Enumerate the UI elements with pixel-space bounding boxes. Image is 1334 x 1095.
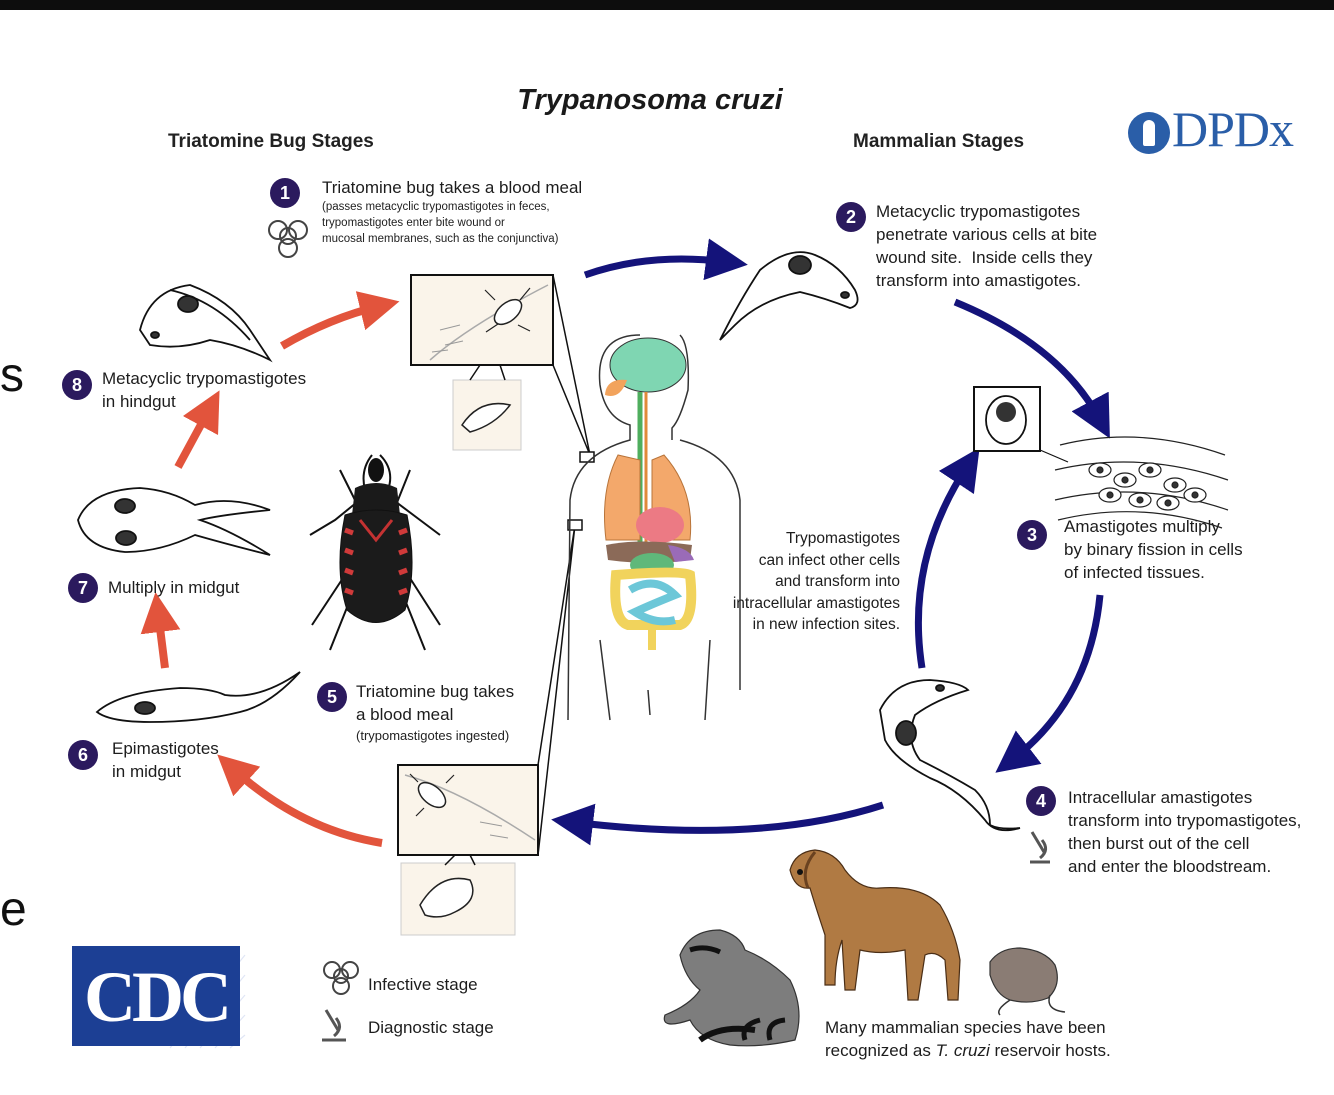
bite-inset-bottom (398, 765, 538, 935)
metacyclic-trypomastigote-entry (720, 252, 858, 340)
step-8-badge: 8 (62, 370, 92, 400)
step-5-badge: 5 (317, 682, 347, 712)
biohazard-icon-legend (324, 962, 358, 994)
cdc-logo: CDC (72, 946, 240, 1046)
arrow-1-to-2 (585, 259, 727, 275)
step-1-badge: 1 (270, 178, 300, 208)
step-4-line-1: Intracellular amastigotes (1068, 786, 1252, 809)
step-8-line-2: in hindgut (102, 390, 176, 413)
dog (790, 850, 960, 1000)
step-3-line-2: by binary fission in cells (1064, 538, 1243, 561)
arrow-3-to-4 (1012, 595, 1100, 760)
step-4-line-2: transform into trypomastigotes, (1068, 809, 1301, 832)
arrow-4-to-5 (572, 805, 883, 830)
legend-diagnostic-stage: Diagnostic stage (368, 1016, 494, 1039)
step-2-line-1: Metacyclic trypomastigotes (876, 200, 1080, 223)
biohazard-icon-step1 (269, 221, 307, 257)
step-6-line-2: in midgut (112, 760, 181, 783)
step-7-line-1: Multiply in midgut (108, 576, 239, 599)
step-1-detail-1: (passes metacyclic trypomastigotes in fe… (322, 200, 550, 215)
step-5-line-2: a blood meal (356, 703, 453, 726)
epimastigote-midgut (97, 672, 300, 722)
arrow-6-to-7 (158, 612, 165, 668)
reservoir-caption-line-2: recognized as T. cruzi reservoir hosts. (825, 1039, 1111, 1062)
step-1-detail-2: trypomastigotes enter bite wound or (322, 216, 505, 231)
step-2-line-4: transform into amastigotes. (876, 269, 1081, 292)
step-4-badge: 4 (1026, 786, 1056, 816)
arrow-7-to-8 (178, 408, 210, 467)
step-1-label: Triatomine bug takes a blood meal (322, 176, 582, 199)
step-6-line-1: Epimastigotes (112, 737, 219, 760)
infected-cell-inset (974, 387, 1068, 462)
arrow-4-to-3-reinfection (918, 465, 968, 668)
microscope-icon-legend (322, 1010, 346, 1040)
dividing-epimastigotes (78, 488, 270, 555)
metacyclic-trypomastigote-hindgut (140, 285, 270, 360)
arrow-8-to-1 (282, 306, 380, 346)
step-4-line-3: then burst out of the cell (1068, 832, 1249, 855)
step-6-badge: 6 (68, 740, 98, 770)
step-2-line-2: penetrate various cells at bite (876, 223, 1097, 246)
legend-infective-stage: Infective stage (368, 973, 478, 996)
reinfection-note-line-2: can infect other cells (700, 550, 900, 572)
step-3-line-3: of infected tissues. (1064, 561, 1205, 584)
step-2-badge: 2 (836, 202, 866, 232)
reinfection-note-line-5: in new infection sites. (700, 614, 900, 636)
reinfection-note-line-1: Trypomastigotes (700, 528, 900, 550)
step-8-line-1: Metacyclic trypomastigotes (102, 367, 306, 390)
arrow-5-to-6 (232, 768, 382, 843)
raccoon (664, 930, 799, 1046)
reinfection-note-line-3: and transform into (700, 571, 900, 593)
step-5-line-1: Triatomine bug takes (356, 680, 514, 703)
reservoir-caption-line-1: Many mammalian species have been (825, 1016, 1106, 1039)
bite-inset-top (411, 275, 553, 450)
step-7-badge: 7 (68, 573, 98, 603)
step-4-line-4: and enter the bloodstream. (1068, 855, 1271, 878)
step-3-line-1: Amastigotes multiply (1064, 515, 1220, 538)
bloodstream-trypomastigote (880, 680, 1020, 830)
reinfection-note: Trypomastigotes can infect other cells a… (700, 528, 900, 636)
opossum (990, 948, 1065, 1015)
step-3-badge: 3 (1017, 520, 1047, 550)
step-5-detail: (trypomastigotes ingested) (356, 728, 509, 743)
step-1-detail-3: mucosal membranes, such as the conjuncti… (322, 232, 559, 247)
triatomine-bug (310, 455, 440, 650)
microscope-icon-step4 (1030, 832, 1050, 862)
step-2-line-3: wound site. Inside cells they (876, 246, 1092, 269)
reinfection-note-line-4: intracellular amastigotes (700, 593, 900, 615)
